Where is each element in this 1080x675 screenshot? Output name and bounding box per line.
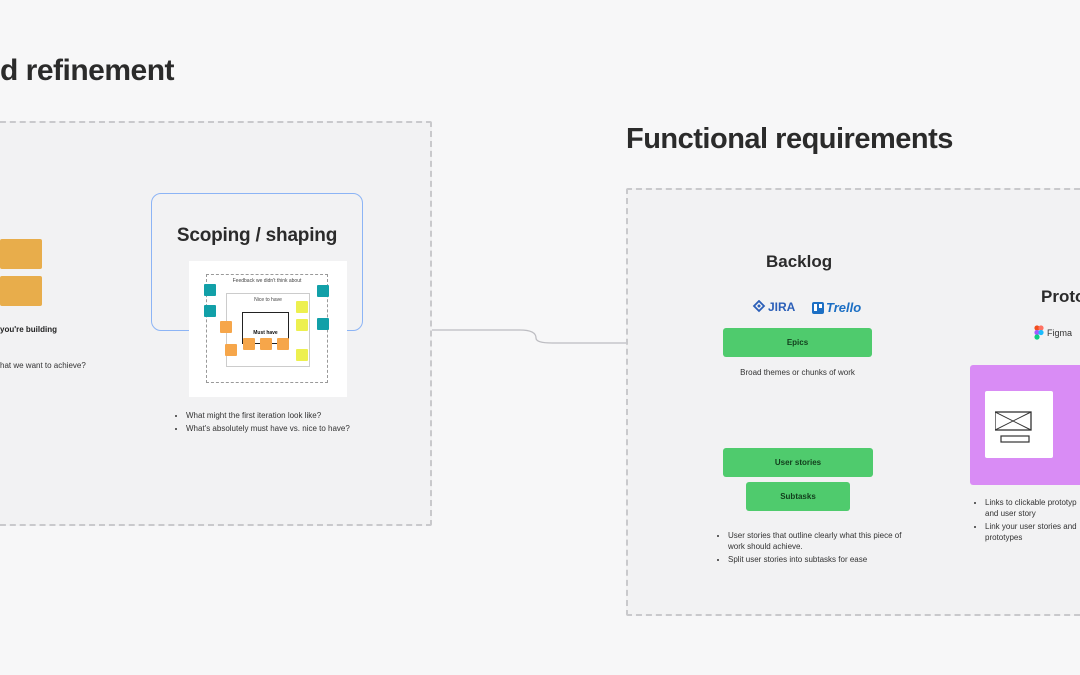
- subtasks-card[interactable]: Subtasks: [746, 482, 850, 511]
- jira-label: JIRA: [768, 300, 796, 314]
- functional-bullets: User stories that outline clearly what t…: [718, 530, 908, 567]
- thumb-nice-label: Nice to have: [254, 297, 282, 303]
- teal-sticky: [317, 318, 329, 330]
- prototype-card[interactable]: [970, 365, 1080, 485]
- orange-sticky: [220, 321, 232, 333]
- functional-bullet: User stories that outline clearly what t…: [728, 530, 908, 552]
- scoping-title: Scoping / shaping: [176, 225, 338, 246]
- scoping-thumbnail[interactable]: Feedback we didn't think about Nice to h…: [189, 261, 347, 397]
- scoping-bullet: What's absolutely must have vs. nice to …: [186, 423, 396, 434]
- trello-logo: Trello: [812, 300, 861, 315]
- orange-sticky: [260, 338, 272, 350]
- orange-sticky: [225, 344, 237, 356]
- note-achieve: hat we want to achieve?: [0, 361, 86, 370]
- figma-icon: [1034, 325, 1044, 340]
- sticky-note[interactable]: [0, 239, 42, 269]
- figma-logo: Figma: [1034, 325, 1072, 340]
- user-stories-card[interactable]: User stories: [723, 448, 873, 477]
- teal-sticky: [204, 284, 216, 296]
- teal-sticky: [204, 305, 216, 317]
- thumb-must-label: Must have: [253, 330, 278, 336]
- sticky-note[interactable]: [0, 276, 42, 306]
- epics-caption: Broad themes or chunks of work: [740, 368, 855, 377]
- prototype-bullet: Links to clickable prototyp and user sto…: [985, 497, 1080, 519]
- prototype-title: Proto: [1041, 287, 1080, 306]
- jira-logo: JIRA: [752, 300, 795, 314]
- prototype-bullets: Links to clickable prototyp and user sto…: [975, 497, 1080, 545]
- backlog-title: Backlog: [766, 252, 833, 271]
- prototype-bullet: Link your user stories and prototypes: [985, 521, 1080, 543]
- jira-icon: [752, 300, 766, 313]
- yellow-sticky: [296, 349, 308, 361]
- orange-sticky: [243, 338, 255, 350]
- note-building: you're building: [0, 325, 58, 334]
- trello-label: Trello: [826, 300, 862, 315]
- trello-icon: [812, 301, 824, 314]
- thumb-feedback-label: Feedback we didn't think about: [232, 278, 302, 284]
- scoping-bullet: What might the first iteration look like…: [186, 410, 396, 421]
- orange-sticky: [277, 338, 289, 350]
- section-title-refinement: d refinement: [0, 54, 175, 87]
- functional-bullet: Split user stories into subtasks for eas…: [728, 554, 908, 565]
- scoping-bullets: What might the first iteration look like…: [176, 410, 396, 436]
- yellow-sticky: [296, 301, 308, 313]
- figma-label: Figma: [1047, 327, 1073, 338]
- epics-card[interactable]: Epics: [723, 328, 872, 357]
- teal-sticky: [317, 285, 329, 297]
- yellow-sticky: [296, 319, 308, 331]
- section-title-functional: Functional requirements: [626, 123, 953, 155]
- wireframe-icon: [995, 411, 1032, 443]
- wireframe-thumbnail: [985, 391, 1053, 458]
